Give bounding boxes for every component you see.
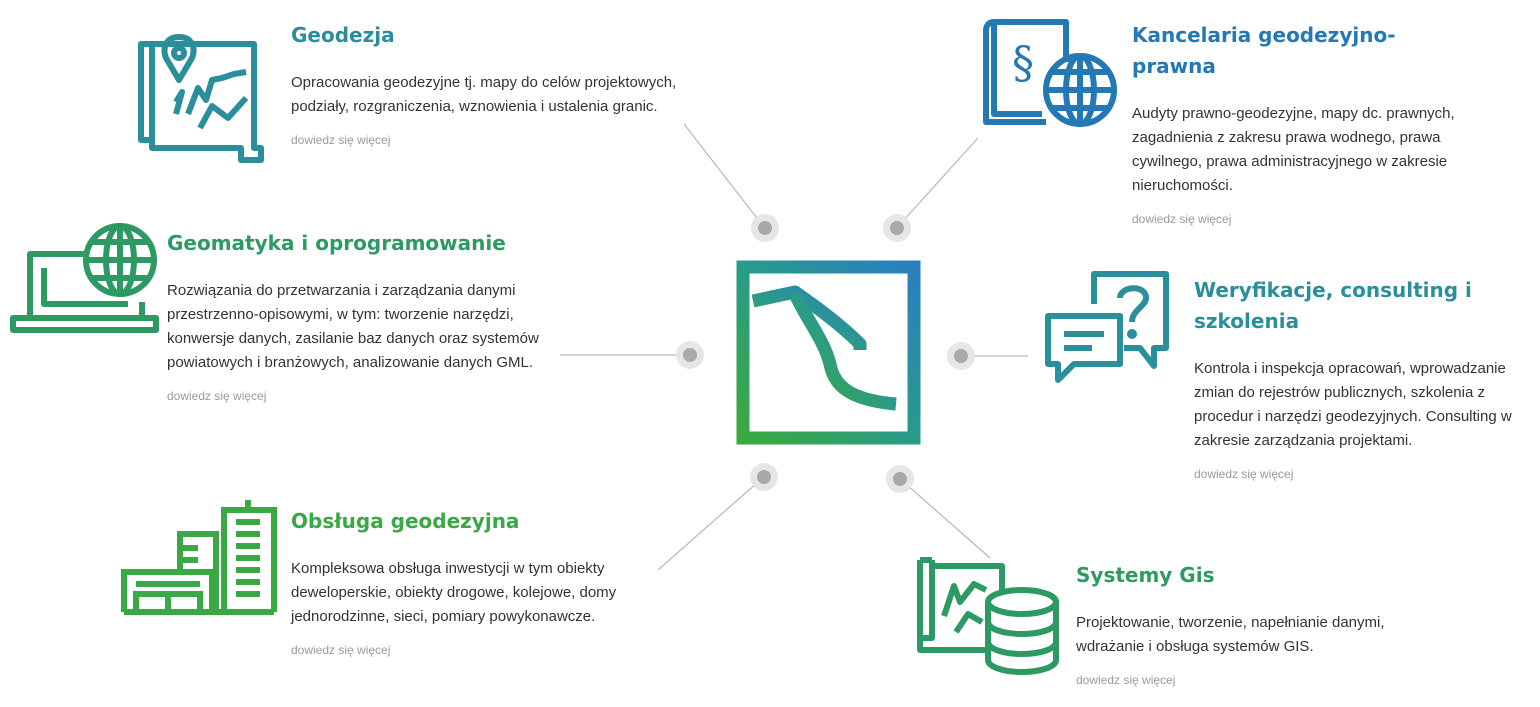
connector-line-kancelaria [901, 137, 979, 223]
geodesy-frame-logo-icon [724, 248, 934, 458]
service-description-geodezja: Opracowania geodezyjne tj. mapy do celów… [291, 74, 677, 115]
service-description-weryfikacje: Kontrola i inspekcja opracowań, wprowadz… [1194, 360, 1512, 449]
connector-line-gis [905, 483, 991, 559]
city-buildings-icon [121, 500, 277, 615]
service-description-gis: Projektowanie, tworzenie, napełnianie da… [1076, 614, 1385, 655]
service-card-gis: Systemy Gis Projektowanie, tworzenie, na… [1076, 560, 1416, 689]
map-database-icon [917, 557, 1059, 675]
service-description-geomatyka: Rozwiązania do przetwarzania i zarządzan… [167, 282, 539, 371]
connector-dot-kancelaria [883, 214, 911, 242]
learn-more-link-kancelaria[interactable]: dowiedz się więcej [1132, 212, 1232, 226]
service-description-obsluga: Kompleksowa obsługa inwestycji w tym obi… [291, 560, 617, 625]
service-description-kancelaria: Audyty prawno-geodezyjne, mapy dc. prawn… [1132, 105, 1455, 194]
service-card-kancelaria: Kancelaria geodezyjno-prawna Audyty praw… [1132, 20, 1477, 228]
learn-more-link-geomatyka[interactable]: dowiedz się więcej [167, 389, 267, 403]
learn-more-link-geodezja[interactable]: dowiedz się więcej [291, 133, 391, 147]
law-book-globe-icon: § [983, 19, 1117, 127]
chat-question-icon [1045, 271, 1169, 383]
service-card-weryfikacje: Weryfikacje, consulting i szkolenia Kont… [1194, 275, 1534, 483]
connector-dot-weryfikacje [947, 342, 975, 370]
service-title-obsluga[interactable]: Obsługa geodezyjna [291, 509, 520, 533]
connector-line-geodezja [683, 123, 761, 223]
connector-line-obsluga [657, 481, 759, 571]
learn-more-link-weryfikacje[interactable]: dowiedz się więcej [1194, 467, 1294, 481]
connector-dot-geomatyka [676, 341, 704, 369]
map-pin-icon [138, 34, 264, 163]
service-title-weryfikacje[interactable]: Weryfikacje, consulting i szkolenia [1194, 278, 1472, 333]
svg-text:§: § [1012, 38, 1034, 89]
connector-dot-geodezja [751, 214, 779, 242]
service-title-gis[interactable]: Systemy Gis [1076, 563, 1215, 587]
laptop-globe-icon [10, 223, 159, 333]
learn-more-link-obsluga[interactable]: dowiedz się więcej [291, 643, 391, 657]
service-title-geomatyka[interactable]: Geomatyka i oprogramowanie [167, 231, 506, 255]
service-card-geomatyka: Geomatyka i oprogramowanie Rozwiązania d… [167, 228, 542, 405]
learn-more-link-gis[interactable]: dowiedz się więcej [1076, 673, 1176, 687]
connector-dot-obsluga [750, 463, 778, 491]
service-card-geodezja: Geodezja Opracowania geodezyjne tj. mapy… [291, 20, 711, 149]
connector-dot-gis [886, 465, 914, 493]
service-title-kancelaria[interactable]: Kancelaria geodezyjno-prawna [1132, 23, 1396, 78]
service-card-obsluga: Obsługa geodezyjna Kompleksowa obsługa i… [291, 506, 641, 659]
service-title-geodezja[interactable]: Geodezja [291, 23, 395, 47]
